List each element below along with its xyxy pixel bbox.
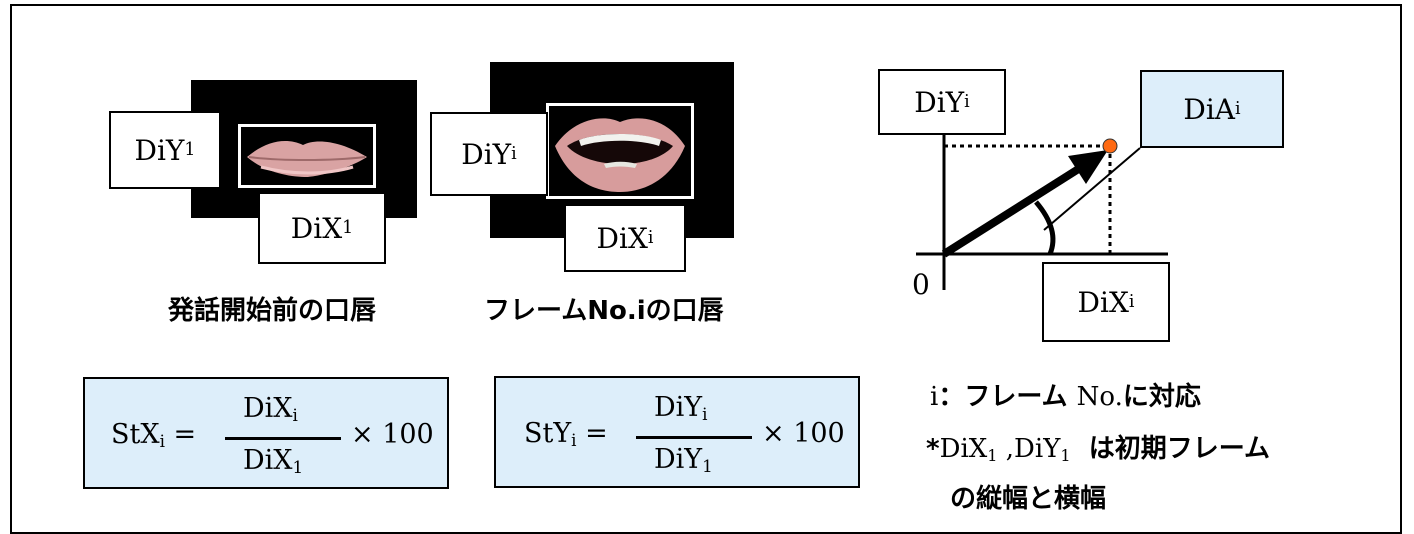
- sty-den-text: DiY: [654, 444, 703, 475]
- sty-lhs: StYi =: [524, 418, 608, 450]
- vector-dix-sub: i: [1128, 292, 1135, 312]
- closed-lips-image: [238, 124, 376, 188]
- vector-dia-sub: i: [1235, 99, 1241, 119]
- vector-dia-text: DiA: [1183, 92, 1236, 126]
- sty-denominator: DiY1: [654, 444, 713, 476]
- stx-fraction-bar: [225, 437, 341, 440]
- note2-diy: ,DiY: [997, 434, 1061, 464]
- note1-text: ：フレーム: [938, 382, 1068, 412]
- stx-numerator: DiXi: [243, 393, 298, 425]
- middle-dix-sub: i: [647, 228, 654, 248]
- middle-diy-text: DiY: [461, 137, 512, 171]
- left-diy-sub: 1: [184, 140, 196, 160]
- stx-equals: =: [173, 419, 197, 450]
- stx-lhs-text: StX: [111, 419, 160, 450]
- stx-denominator: DiX1: [243, 445, 303, 477]
- sty-multiplier: × 100: [762, 418, 845, 449]
- left-dix-text: DiX: [290, 211, 343, 245]
- stx-num-sub: i: [292, 405, 298, 426]
- angle-arc: [1034, 200, 1056, 255]
- sty-den-sub: 1: [702, 456, 713, 477]
- sty-num-text: DiY: [654, 392, 703, 423]
- vector-diy-text: DiY: [914, 85, 965, 119]
- note2-sub2: 1: [1060, 446, 1071, 466]
- note2-sub1: 1: [987, 446, 998, 466]
- stx-lhs-sub: i: [159, 431, 165, 452]
- origin-label: 0: [912, 268, 930, 301]
- dia-leader-line: [1043, 147, 1141, 231]
- sty-equals: =: [585, 418, 608, 449]
- vector-arrow-shaft: [941, 164, 1083, 258]
- note1-end: に対応: [1122, 382, 1201, 412]
- sty-numerator: DiYi: [654, 392, 707, 424]
- sty-num-sub: i: [702, 404, 708, 425]
- open-mouth-image: [546, 103, 694, 199]
- left-diy-text: DiY: [134, 133, 185, 167]
- note1-no: No.: [1076, 382, 1123, 412]
- note-line-2: *DiX1 ,DiY1 は初期フレーム: [926, 428, 1270, 465]
- sty-lhs-text: StY: [524, 418, 572, 449]
- note-line-3: の縦幅と横幅: [950, 484, 1107, 514]
- note2-dix: DiX: [939, 434, 988, 464]
- left-dix-sub: 1: [342, 218, 354, 238]
- stx-den-text: DiX: [243, 445, 293, 476]
- stx-num-text: DiX: [243, 393, 293, 424]
- left-caption: 発話開始前の口唇: [168, 296, 377, 326]
- middle-dix-text: DiX: [596, 221, 648, 255]
- sty-fraction-bar: [636, 436, 752, 439]
- vector-diy-sub: i: [964, 92, 970, 112]
- note-line-1: i：フレーム No.に対応: [930, 376, 1201, 413]
- vector-dix-text: DiX: [1077, 285, 1129, 319]
- formula-stx: StXi = DiXi DiX1 × 100: [83, 377, 449, 489]
- stx-multiplier: × 100: [351, 419, 434, 450]
- formula-sty: StYi = DiYi DiY1 × 100: [494, 376, 860, 488]
- middle-diy-sub: i: [511, 144, 517, 164]
- note1-var: i: [930, 382, 939, 412]
- vector-arrow-head: [1068, 150, 1108, 184]
- stx-lhs: StXi =: [111, 419, 196, 451]
- middle-caption: フレームNo.iの口唇: [484, 296, 724, 326]
- note2-star: *: [926, 434, 940, 464]
- sty-lhs-sub: i: [571, 430, 577, 451]
- endpoint-dot: [1102, 138, 1118, 154]
- stx-den-sub: 1: [292, 457, 304, 478]
- note2-text: は初期フレーム: [1088, 434, 1270, 464]
- vector-graphics: [916, 130, 1168, 290]
